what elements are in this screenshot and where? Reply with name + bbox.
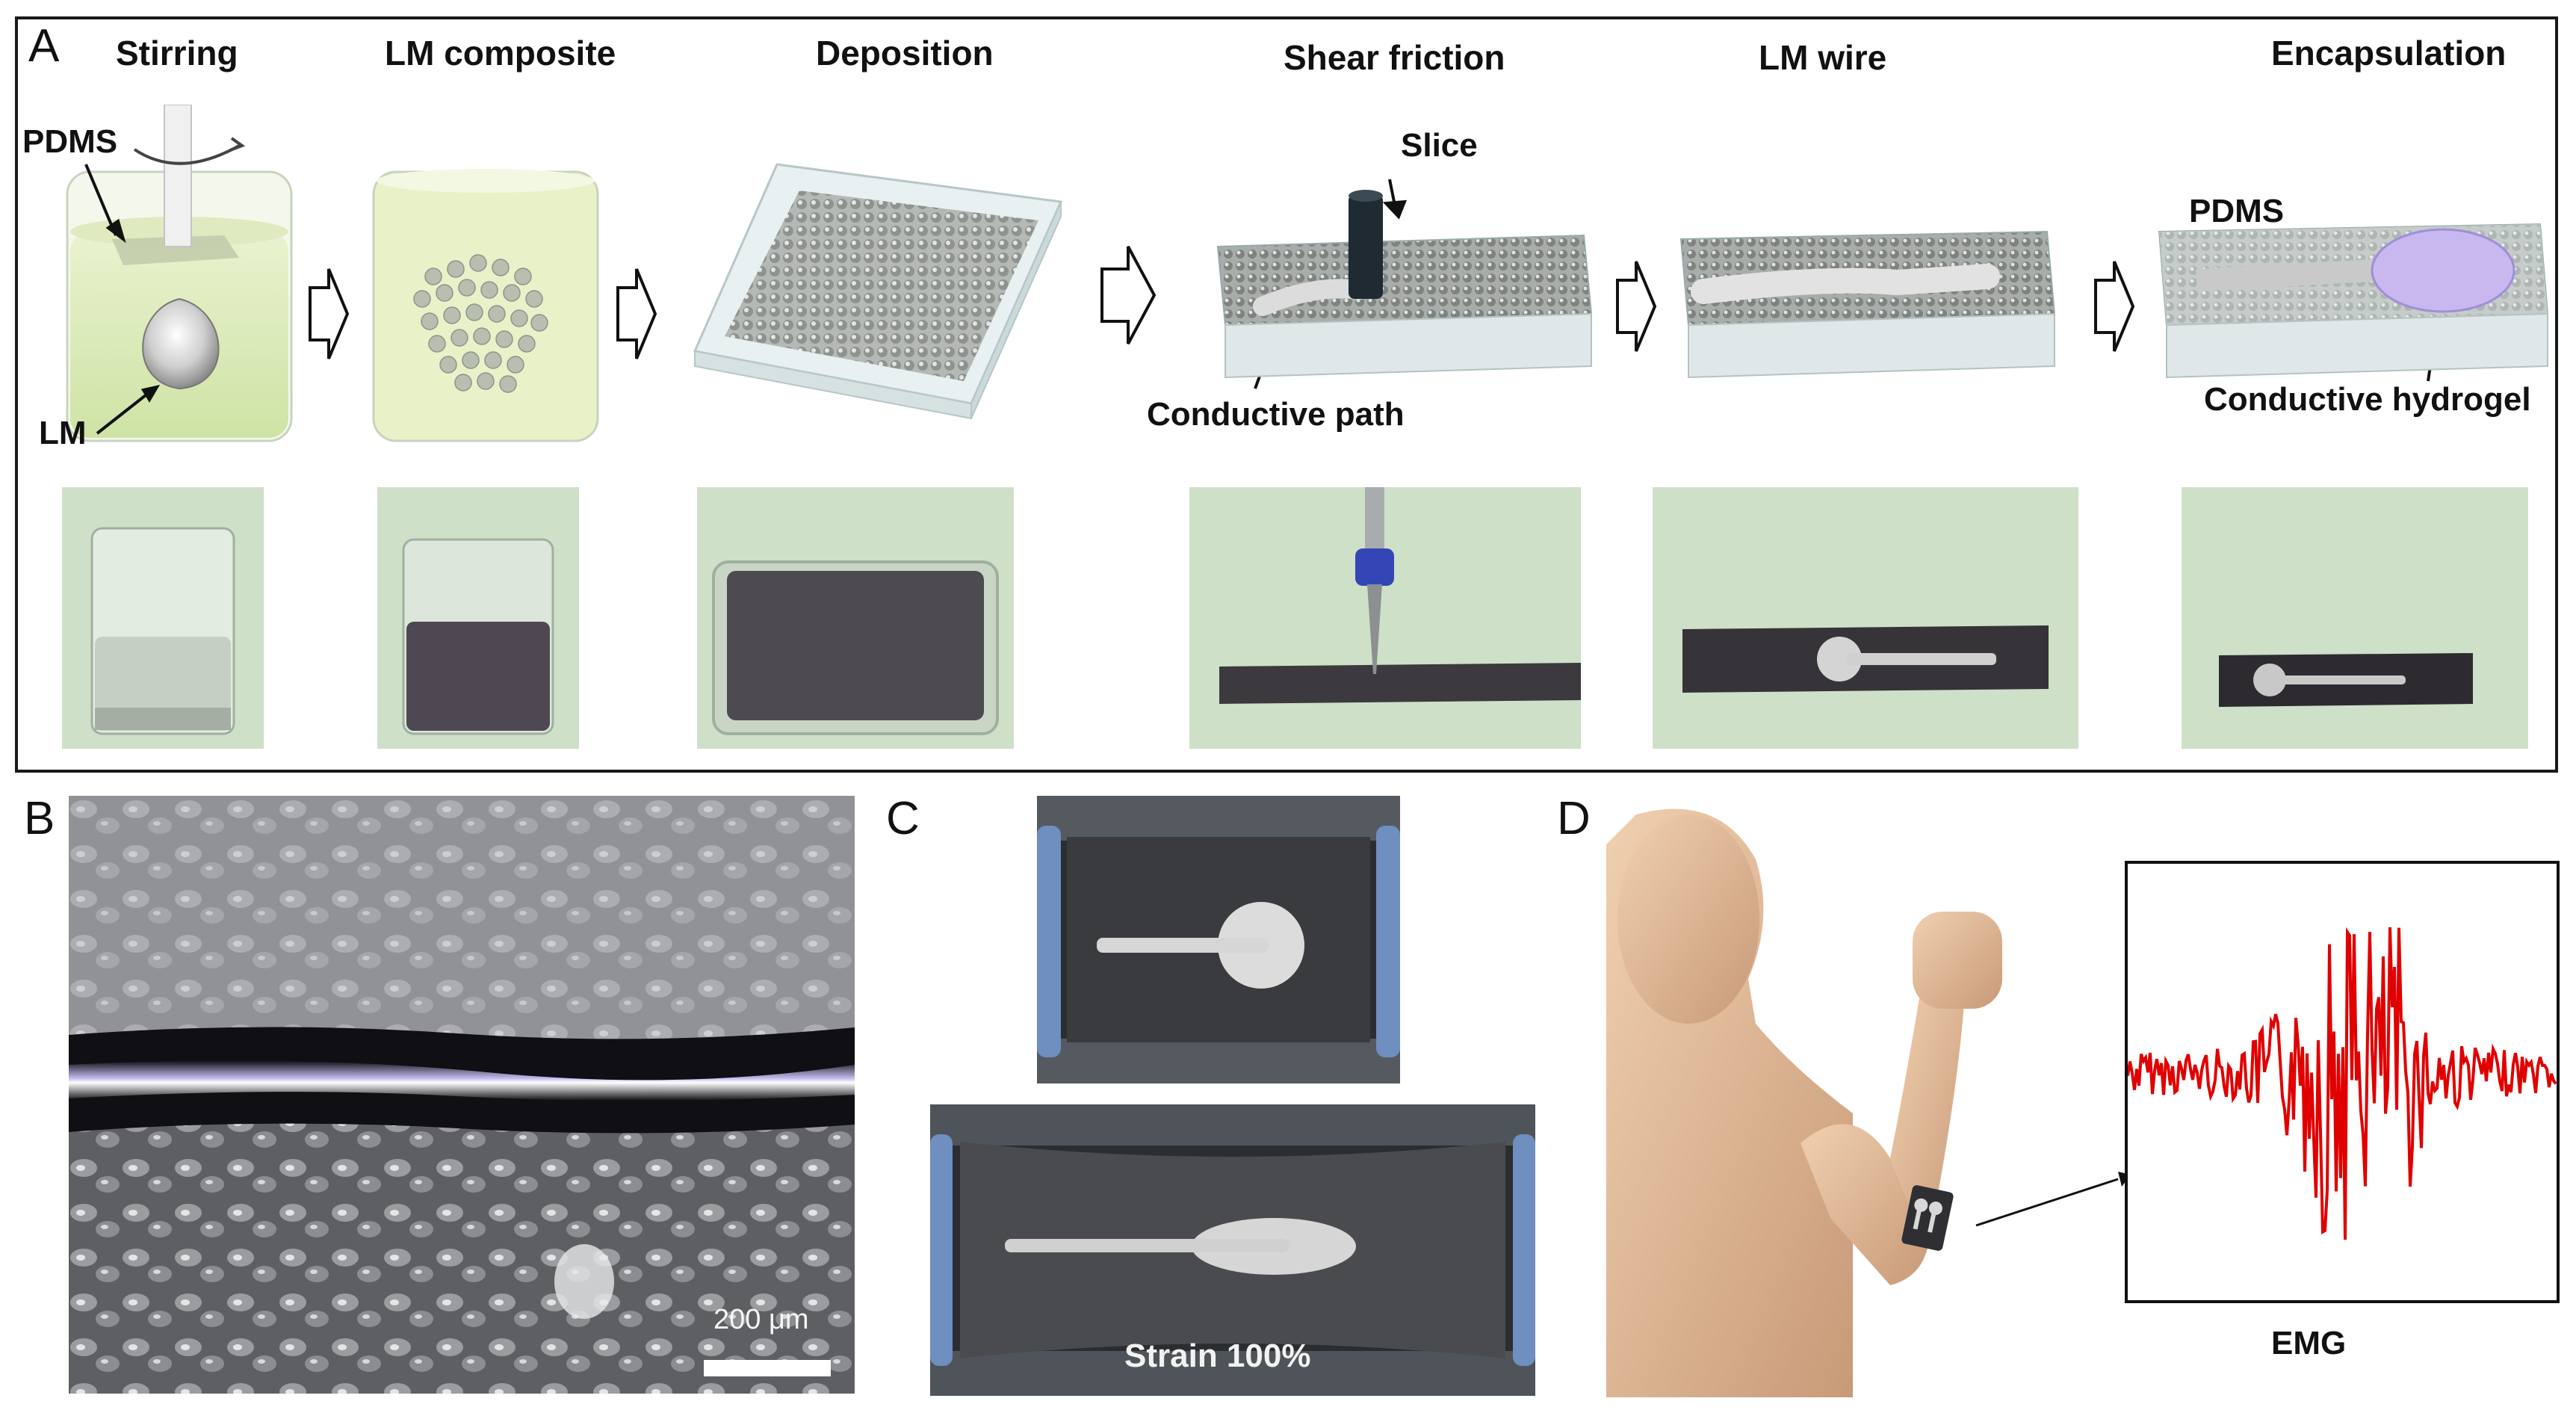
process-arrow-4 [1616, 261, 1657, 352]
process-arrow-5 [2094, 261, 2135, 352]
photo-stretched [930, 1104, 1535, 1396]
step-title-stirring: Stirring [116, 34, 238, 72]
sensor-to-emg-arrow [1975, 1172, 2131, 1227]
human-arm-illustration [1606, 800, 2055, 1397]
photo-stirring [62, 487, 264, 749]
callout-conductive-hydrogel: Conductive hydrogel [2204, 381, 2531, 418]
callout-pdms-encapsulation: PDMS [2189, 193, 2285, 229]
strain-label: Strain 100% [1124, 1338, 1311, 1374]
step-title-encapsulation: Encapsulation [2271, 34, 2507, 72]
photo-encapsulation [2182, 487, 2528, 749]
lm-wire-illustration [1674, 224, 2062, 418]
deposition-tray-illustration [687, 157, 1068, 426]
panel-a-frame [15, 16, 2558, 773]
process-arrow-3 [1100, 246, 1157, 344]
photo-lm-composite [377, 487, 579, 749]
shear-friction-illustration [1210, 164, 1599, 418]
process-arrow-2 [616, 268, 657, 359]
step-title-lm-wire: LM wire [1759, 38, 1887, 77]
panel-label-b: B [24, 793, 55, 844]
callout-slice: Slice [1401, 127, 1478, 164]
lm-composite-beaker-illustration [366, 164, 605, 448]
step-title-shear-friction: Shear friction [1284, 38, 1505, 77]
panel-label-a: A [28, 20, 60, 72]
micrograph-lm-wire [69, 796, 855, 1394]
process-arrow-1 [309, 268, 350, 359]
step-title-deposition: Deposition [816, 34, 994, 72]
photo-lm-wire [1653, 487, 2078, 749]
emg-signal-trace [2126, 927, 2557, 1240]
step-title-lm-composite: LM composite [385, 34, 616, 72]
panel-label-c: C [886, 793, 920, 844]
panel-label-d: D [1557, 793, 1591, 844]
scale-bar-label: 200 μm [713, 1304, 809, 1335]
emg-label: EMG [2271, 1325, 2347, 1361]
emg-plot-frame [2125, 861, 2560, 1303]
callout-lm: LM [39, 415, 87, 451]
photo-shear-friction [1189, 487, 1581, 749]
photo-deposition [697, 487, 1014, 749]
encapsulation-illustration [2152, 217, 2555, 418]
photo-unstretched [1037, 796, 1400, 1083]
callout-conductive-path: Conductive path [1147, 396, 1405, 433]
callout-pdms-stirring: PDMS [22, 123, 118, 160]
